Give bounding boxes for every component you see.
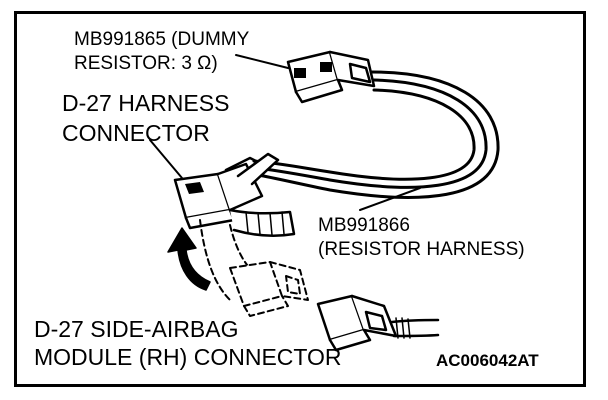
dummy-resistor-drawing	[286, 50, 376, 104]
figure-code: AC006042AT	[436, 351, 539, 370]
harness-connector-label-line1: D-27 HARNESS	[62, 90, 230, 116]
harness-connector-leader	[149, 139, 183, 179]
module-connector-drawing	[316, 294, 440, 352]
harness-connector-drawing	[173, 152, 296, 237]
dummy-resistor-label-line1: MB991865 (DUMMY	[74, 29, 250, 50]
resistor-harness-leader	[359, 187, 421, 211]
resistor-harness-label-line1: MB991866	[318, 215, 410, 236]
module-connector-label-line1: D-27 SIDE-AIRBAG	[34, 316, 239, 342]
diagram-frame	[14, 11, 586, 387]
dummy-resistor-leader	[235, 54, 289, 69]
reconnect-arrow	[167, 227, 211, 291]
disconnected-connector-outline	[199, 219, 309, 317]
module-connector-label-line2: MODULE (RH) CONNECTOR	[34, 344, 342, 370]
dummy-resistor-label-line2: RESISTOR: 3 Ω)	[74, 53, 218, 74]
resistor-harness-label-line2: (RESISTOR HARNESS)	[318, 239, 525, 260]
resistor-harness-cables	[252, 70, 500, 199]
harness-connector-label-line2: CONNECTOR	[62, 120, 210, 146]
